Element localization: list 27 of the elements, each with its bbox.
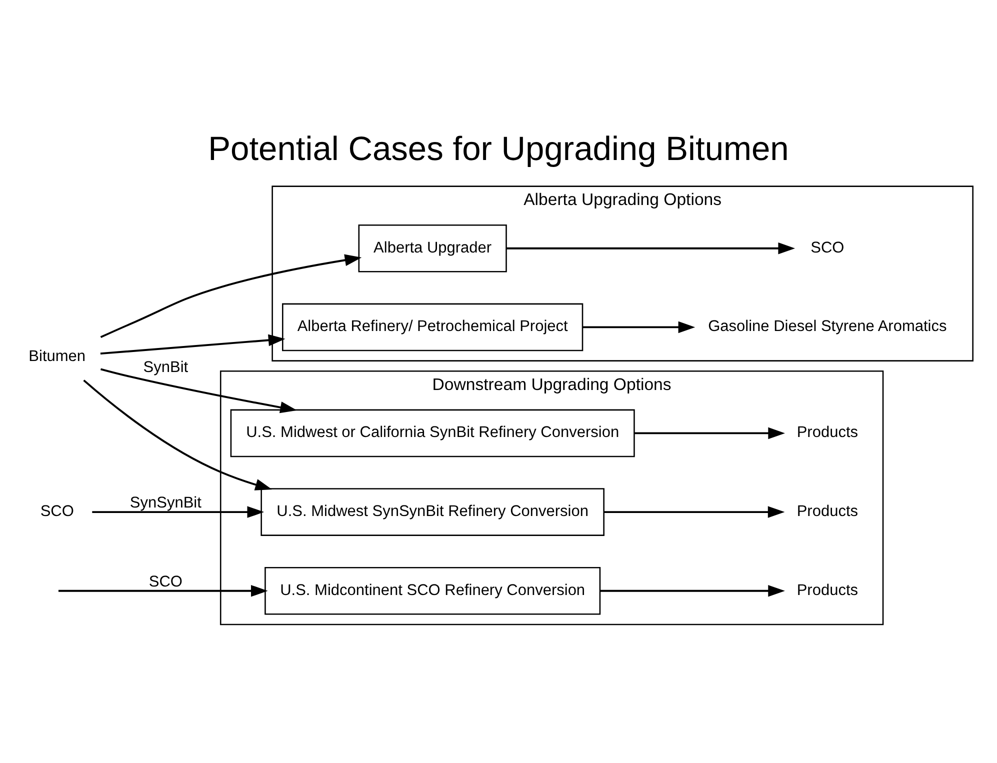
arrow bbox=[83, 380, 272, 490]
node-text: Products bbox=[796, 582, 858, 599]
edge-label: SynSynBit bbox=[130, 494, 202, 512]
node-text: SCO bbox=[40, 503, 74, 520]
node-text: Gasoline Diesel Styrene Aromatics bbox=[708, 318, 947, 336]
node-box: U.S. Midwest SynSynBit Refinery Conversion bbox=[260, 488, 604, 536]
node-text: Bitumen bbox=[28, 348, 86, 365]
node-box: U.S. Midwest or California SynBit Refinery Conversion bbox=[230, 409, 635, 458]
diagram-title: Potential Cases for Upgrading Bitumen bbox=[208, 131, 789, 168]
edge-label: SynBit bbox=[143, 358, 188, 376]
node-text: Products bbox=[796, 424, 858, 442]
arrow bbox=[634, 427, 785, 440]
arrow bbox=[600, 585, 785, 597]
node-box: Alberta Refinery/ Petrochemical Project bbox=[282, 303, 584, 352]
arrow bbox=[506, 242, 796, 254]
arrow bbox=[92, 506, 264, 518]
arrow bbox=[582, 321, 696, 334]
node-box: U.S. Midcontinent SCO Refinery Conversion bbox=[264, 566, 601, 615]
arrow bbox=[100, 334, 286, 355]
edge-label: SCO bbox=[148, 573, 182, 590]
arrow bbox=[100, 368, 298, 414]
node-text: Products bbox=[796, 503, 858, 520]
arrow bbox=[58, 585, 268, 597]
node-box: Alberta Upgrader bbox=[358, 224, 507, 272]
arrow bbox=[604, 506, 785, 518]
node-text: SCO bbox=[810, 239, 844, 256]
arrow bbox=[100, 254, 362, 338]
